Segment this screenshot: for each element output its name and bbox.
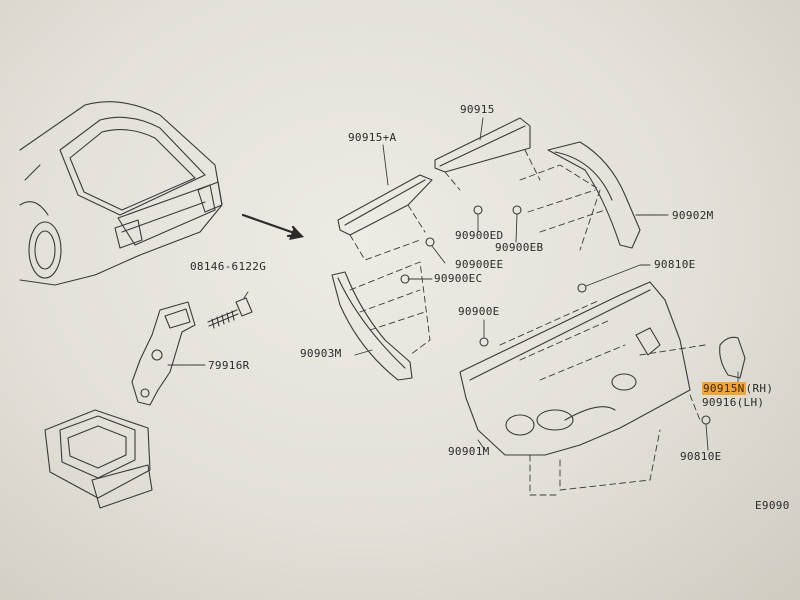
label-90900ec: 90900EC <box>434 272 483 285</box>
label-90903m: 90903M <box>300 347 342 360</box>
label-90810e-bottom: 90810E <box>680 450 722 463</box>
label-90915: 90915 <box>460 103 495 116</box>
hinge-bracket <box>131 301 196 406</box>
car-rear-view <box>19 101 223 286</box>
label-08146-6122g: 08146-6122G <box>190 260 267 273</box>
label-90900ee: 90900EE <box>455 258 504 271</box>
label-side-rh: (RH) <box>745 382 774 395</box>
label-79916r: 79916R <box>208 359 250 372</box>
bolt-08146 <box>207 297 253 329</box>
leader-lines <box>167 117 739 451</box>
clips <box>400 205 711 425</box>
side-trim-90902m <box>547 141 641 249</box>
label-90902m: 90902M <box>672 209 714 222</box>
label-90916: 90916(LH) <box>702 396 765 409</box>
trunk-box <box>44 409 153 509</box>
label-90900e: 90900E <box>458 305 500 318</box>
label-90901m: 90901M <box>448 445 490 458</box>
projection-lines <box>349 149 706 496</box>
trim-90915 <box>434 117 531 173</box>
label-90810e-top: 90810E <box>654 258 696 271</box>
direction-arrow <box>241 213 304 240</box>
trim-90915-a <box>337 174 433 236</box>
label-90915n: 90915N(RH) <box>702 382 774 395</box>
figure-number: E9090 <box>755 499 790 512</box>
label-90900ed: 90900ED <box>455 229 504 242</box>
cover-90915n <box>719 336 746 379</box>
trunk-lid-finisher <box>459 281 691 456</box>
side-trim-90903m <box>331 271 413 381</box>
label-90900eb: 90900EB <box>495 241 544 254</box>
label-90915-a: 90915+A <box>348 131 397 144</box>
highlighted-part-code: 90915N <box>702 382 746 395</box>
